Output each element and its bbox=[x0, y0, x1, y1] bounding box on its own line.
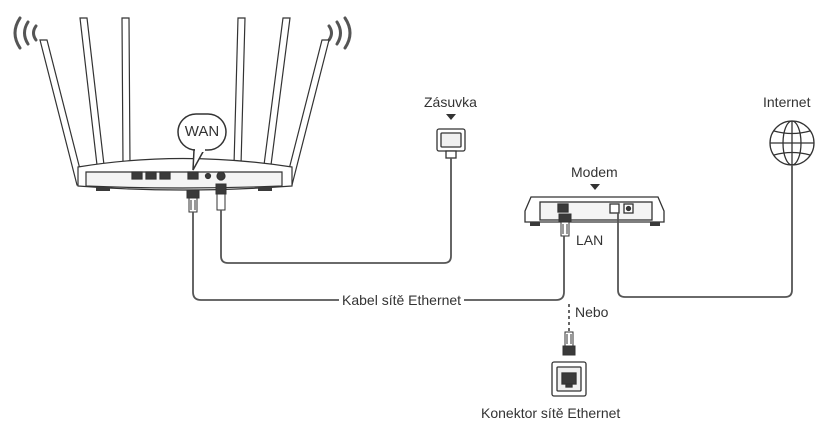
globe-icon bbox=[769, 120, 815, 166]
power-adapter-icon bbox=[436, 128, 466, 159]
modem-label: Modem bbox=[571, 164, 618, 180]
lan-label: LAN bbox=[576, 232, 604, 248]
router-power-plug-icon bbox=[215, 183, 227, 211]
modem-lan-plug-icon bbox=[558, 213, 572, 237]
wan-label: WAN bbox=[184, 123, 220, 140]
power-cable bbox=[220, 158, 452, 264]
antenna-2 bbox=[79, 17, 105, 166]
outlet-arrow bbox=[446, 114, 456, 120]
antenna-3 bbox=[121, 17, 131, 166]
antenna-6 bbox=[284, 39, 330, 186]
modem-icon bbox=[524, 196, 665, 226]
wall-ethernet-port-icon bbox=[551, 361, 587, 397]
wifi-signal-right-icon bbox=[327, 16, 352, 50]
antenna-4 bbox=[233, 17, 246, 166]
outlet-label: Zásuvka bbox=[424, 94, 477, 110]
modem-internet-cable bbox=[617, 165, 793, 298]
ethernet-connector-label: Konektor sítě Ethernet bbox=[481, 405, 621, 421]
ethernet-cable bbox=[192, 212, 565, 301]
ethernet-plug-icon bbox=[562, 331, 576, 356]
modem-arrow bbox=[590, 184, 600, 190]
wifi-signal-left-icon bbox=[13, 16, 38, 50]
ethernet-cable-label: Kabel sítě Ethernet bbox=[339, 292, 465, 308]
router-wan-plug-icon bbox=[186, 189, 200, 213]
antenna-5 bbox=[263, 17, 291, 166]
wan-callout bbox=[177, 113, 227, 171]
or-label: Nebo bbox=[575, 304, 609, 320]
router-icon bbox=[39, 17, 330, 191]
internet-label: Internet bbox=[763, 94, 811, 110]
antenna-1 bbox=[39, 39, 85, 186]
